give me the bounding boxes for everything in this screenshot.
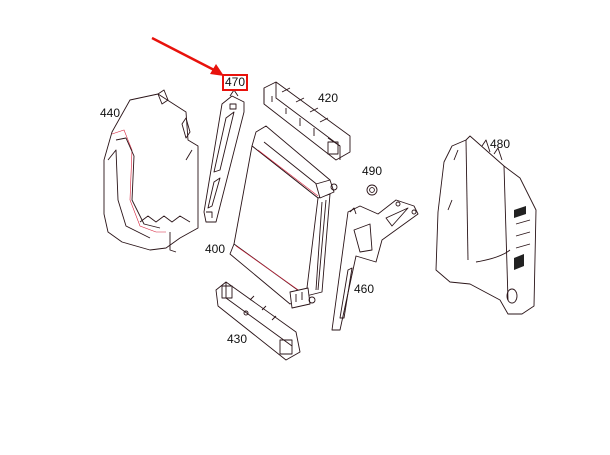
part-440[interactable] — [103, 89, 199, 253]
callout-480[interactable]: 480 — [490, 137, 511, 151]
part-400[interactable] — [229, 125, 338, 309]
part-460[interactable] — [331, 199, 419, 331]
part-470[interactable] — [203, 89, 245, 223]
pointer-arrow-icon — [151, 36, 224, 76]
callout-440[interactable]: 440 — [100, 106, 121, 120]
part-420[interactable] — [263, 81, 351, 161]
callout-460[interactable]: 460 — [354, 282, 375, 296]
callout-400[interactable]: 400 — [205, 242, 226, 256]
part-490[interactable] — [366, 184, 378, 196]
callout-430[interactable]: 430 — [227, 332, 248, 346]
callout-420[interactable]: 420 — [318, 91, 339, 105]
callout-470[interactable]: 470 — [222, 74, 249, 91]
callout-490[interactable]: 490 — [362, 164, 383, 178]
part-480[interactable] — [435, 135, 537, 315]
part-430[interactable] — [215, 281, 301, 361]
